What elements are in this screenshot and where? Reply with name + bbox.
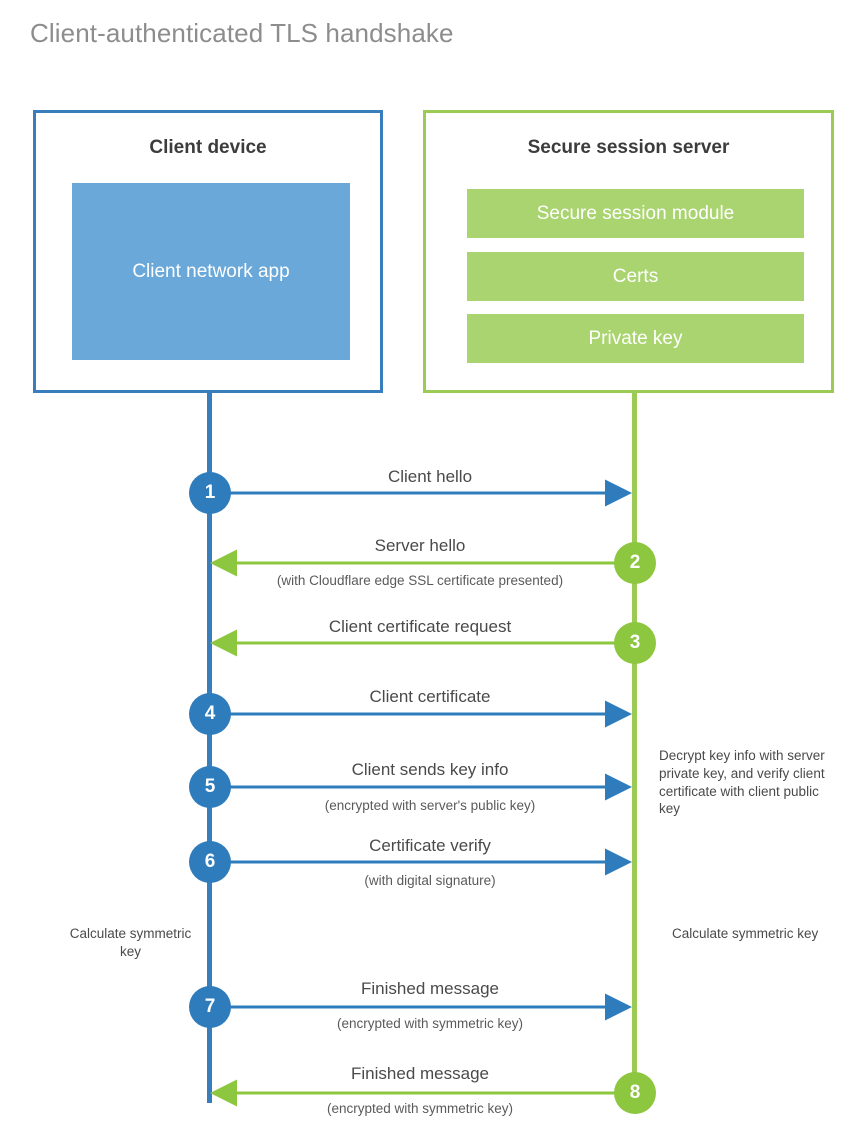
message-label-3: Client certificate request [328,617,512,636]
step-marker-1[interactable]: 1 [189,472,231,514]
annotation-server-calculate-symmetric-key: Calculate symmetric key [672,926,819,941]
step-marker-3[interactable]: 3 [614,622,656,664]
secure-session-server-title: Secure session server [527,137,730,158]
client-network-app-block: Client network app [72,183,350,360]
server-component-secure-session-module: Secure session module [467,189,804,238]
server-component-certs: Certs [467,252,804,301]
server-lifeline [632,393,637,1093]
page-title: Client-authenticated TLS handshake [30,18,454,48]
message-label-5: Client sends key info [351,760,509,779]
message-label-7: Finished message [361,979,499,998]
client-device-title: Client device [149,137,267,158]
step-marker-7[interactable]: 7 [189,986,231,1028]
message-sublabel-6: (with digital signature) [364,873,496,888]
step-marker-8[interactable]: 8 [614,1072,656,1114]
message-sublabel-8: (encrypted with symmetric key) [326,1101,514,1116]
step-marker-2[interactable]: 2 [614,542,656,584]
message-label-6: Certificate verify [369,836,491,855]
annotation-server-decrypt: Decrypt key info with server private key… [659,748,825,817]
message-label-8: Finished message [351,1064,489,1083]
step-marker-6[interactable]: 6 [189,841,231,883]
client-device-box: Client device Client network app [33,110,383,393]
step-marker-5[interactable]: 5 [189,766,231,808]
message-label-1: Client hello [387,467,473,486]
client-lifeline [207,393,212,1103]
message-sublabel-5: (encrypted with server's public key) [324,798,536,813]
secure-session-server-box: Secure session server Secure session mod… [423,110,834,393]
server-component-private-key: Private key [467,314,804,363]
message-sublabel-7: (encrypted with symmetric key) [336,1016,524,1031]
message-sublabel-2: (with Cloudflare edge SSL certificate pr… [276,573,564,588]
step-marker-4[interactable]: 4 [189,693,231,735]
message-label-2: Server hello [374,536,466,555]
message-label-4: Client certificate [369,687,491,706]
annotation-client-calculate-symmetric-key: Calculate symmetric key [69,926,192,959]
